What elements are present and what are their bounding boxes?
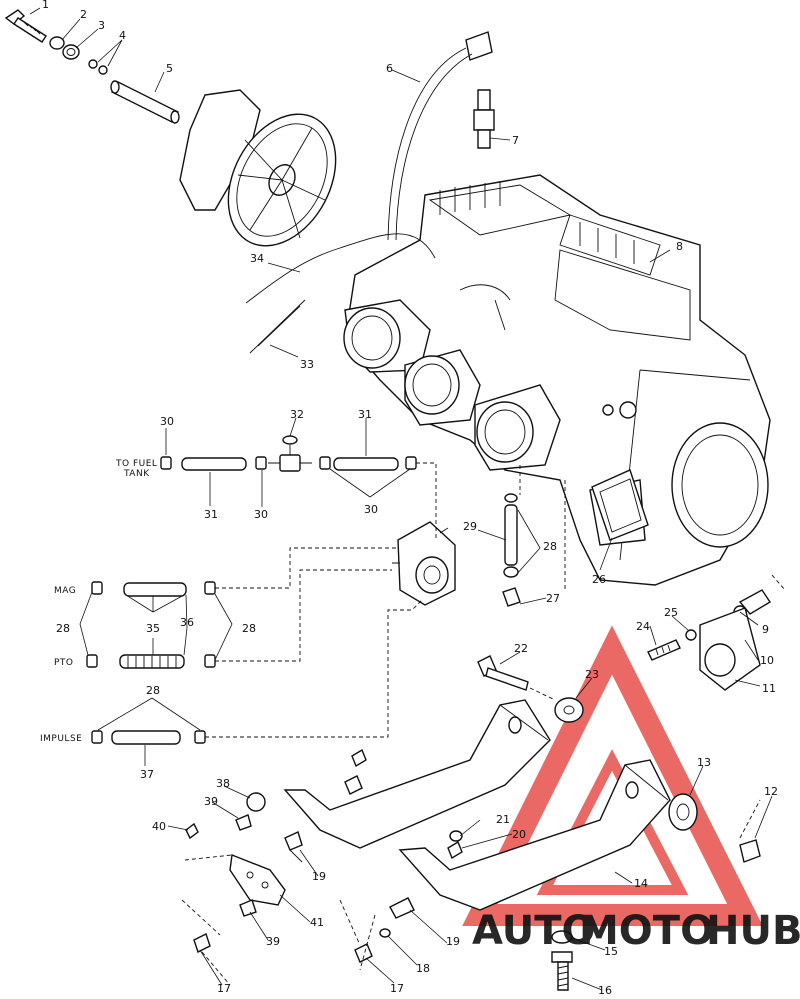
part-number-25: 25 — [664, 606, 678, 619]
part-number-28-mag-right: 28 — [242, 622, 256, 635]
label-to-fuel: TO FUEL — [115, 459, 157, 469]
part-number-27: 27 — [546, 592, 560, 605]
part-number-36: 36 — [180, 616, 194, 629]
engine-mount-brackets — [283, 699, 671, 911]
carburetors — [343, 284, 561, 471]
label-impulse: IMPULSE — [40, 734, 82, 744]
part-number-33: 33 — [300, 358, 314, 371]
part-number-9: 9 — [762, 623, 769, 636]
part-number-39-upper: 39 — [204, 795, 218, 808]
part-number-30-top: 30 — [160, 415, 174, 428]
part-number-18: 18 — [416, 962, 430, 975]
part-number-3: 3 — [98, 19, 105, 32]
fasteners — [181, 748, 761, 991]
part-number-15: 15 — [604, 945, 618, 958]
part-number-1: 1 — [42, 0, 49, 11]
part-number-2: 2 — [80, 8, 87, 21]
cable-34-and-wire-33 — [245, 233, 436, 354]
watermark-hub: HUB — [706, 908, 800, 954]
part-number-19-upper: 19 — [312, 870, 326, 883]
part-number-17-right: 17 — [390, 982, 404, 995]
part-number-16: 16 — [598, 984, 612, 995]
label-mag: MAG — [54, 586, 76, 596]
part-number-19-lower: 19 — [446, 935, 460, 948]
part-number-4: 4 — [119, 29, 126, 42]
part-number-10: 10 — [760, 654, 774, 667]
part-number-8: 8 — [676, 240, 683, 253]
watermark-text: AUTO MOTO HUB — [472, 908, 800, 954]
cable-and-plug — [387, 31, 495, 241]
part-number-29: 29 — [463, 520, 477, 533]
label-pto: PTO — [54, 658, 74, 668]
hoses — [86, 581, 216, 745]
bolt-22-spacer-23 — [477, 655, 584, 723]
label-tank: TANK — [123, 469, 150, 479]
bolt-assembly — [4, 9, 180, 124]
part-number-17-left: 17 — [217, 982, 231, 995]
part-number-31-right: 31 — [358, 408, 372, 421]
part-number-23: 23 — [585, 668, 599, 681]
part-number-6: 6 — [386, 62, 393, 75]
part-number-40: 40 — [152, 820, 166, 833]
watermark-moto: MOTO — [579, 908, 714, 954]
leader-lines — [29, 7, 773, 991]
part-number-24: 24 — [636, 620, 650, 633]
part-number-32: 32 — [290, 408, 304, 421]
part-number-37: 37 — [140, 768, 154, 781]
part-number-31-left: 31 — [204, 508, 218, 521]
part-number-7: 7 — [512, 134, 519, 147]
part-number-38: 38 — [216, 777, 230, 790]
part-number-28-impulse: 28 — [146, 684, 160, 697]
watermark-triangle-outer — [462, 625, 763, 926]
part-number-22: 22 — [514, 642, 528, 655]
part-number-11: 11 — [762, 682, 776, 695]
part-number-12: 12 — [764, 785, 778, 798]
cover-assembly — [647, 589, 771, 691]
part-number-28-mag-left: 28 — [56, 622, 70, 635]
part-number-30-mid: 30 — [254, 508, 268, 521]
part-number-14: 14 — [634, 877, 648, 890]
part-number-labels: 1 2 3 4 5 6 7 8 9 10 11 12 13 14 15 16 1… — [42, 0, 778, 997]
part-number-26: 26 — [592, 573, 606, 586]
routing-lines — [205, 462, 786, 738]
part-number-41: 41 — [310, 916, 324, 929]
drive-clutch — [179, 89, 337, 247]
part-number-30-right: 30 — [364, 503, 378, 516]
part-number-21: 21 — [496, 813, 510, 826]
fuel-pump — [392, 521, 456, 606]
part-number-34: 34 — [250, 252, 264, 265]
drain-hose-29 — [502, 469, 649, 607]
part-number-39-lower: 39 — [266, 935, 280, 948]
part-number-13: 13 — [697, 756, 711, 769]
part-number-5: 5 — [166, 62, 173, 75]
part-number-20: 20 — [512, 828, 526, 841]
watermark-auto: AUTO — [472, 908, 596, 954]
fuel-lines — [160, 435, 417, 472]
part-number-35: 35 — [146, 622, 160, 635]
part-number-28-drain: 28 — [543, 540, 557, 553]
routing-text-labels: TO FUEL TANK MAG PTO IMPULSE — [40, 459, 157, 744]
